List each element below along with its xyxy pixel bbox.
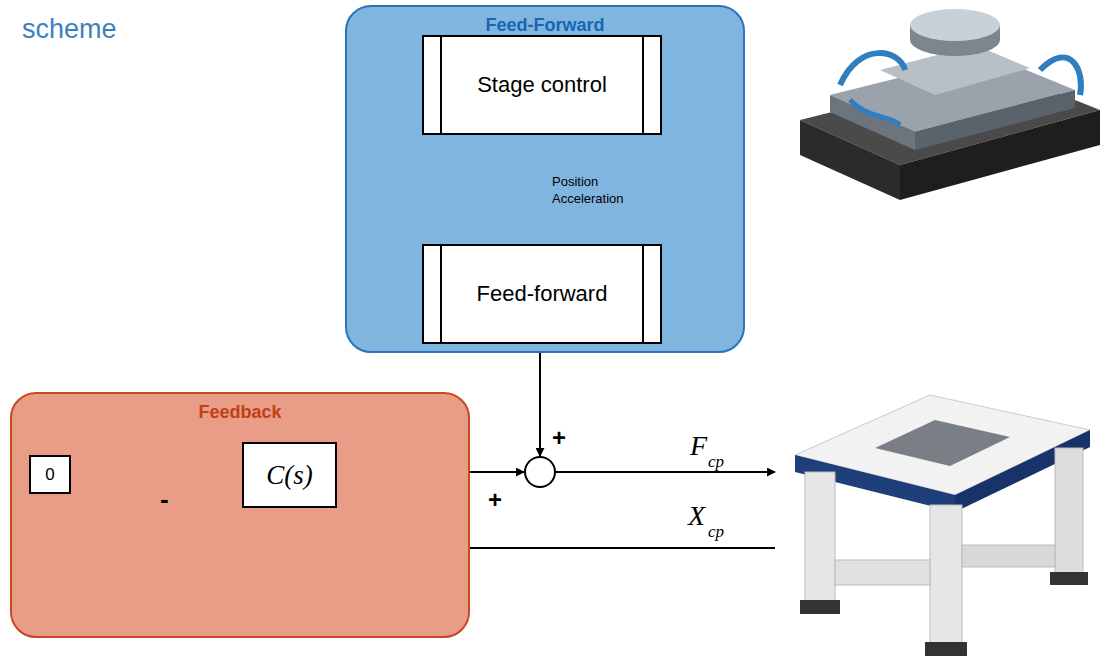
group-heading: Feedback: [12, 402, 468, 423]
process-box: Feed-forward: [422, 244, 662, 344]
box-text: 0: [45, 465, 54, 485]
feedback-group: Feedback 0 C(s): [10, 392, 470, 638]
signal-line: [539, 342, 541, 456]
box-side-bar: [642, 246, 644, 342]
signal-line: [555, 471, 775, 473]
box-text: Feed-forward: [477, 281, 608, 307]
sign-label: +: [488, 486, 502, 514]
stage-illustration: [800, 9, 1100, 200]
edge-label: Position Acceleration: [552, 173, 647, 207]
reference-box: 0: [29, 455, 71, 494]
feed-forward-group: Feed-ForwardStage controlFeed-forward: [345, 5, 745, 353]
group-heading: Feed-Forward: [347, 15, 743, 36]
box-side-bar: [440, 37, 442, 133]
slide-title: scheme: [22, 14, 117, 45]
box-text: C(s): [266, 460, 313, 491]
box-text: Stage control: [477, 72, 607, 98]
box-side-bar: [440, 246, 442, 342]
summing-junction: [525, 457, 555, 487]
isolation-table-illustration: [795, 395, 1090, 656]
sign-label: -: [160, 484, 169, 515]
controller-box: C(s): [242, 442, 337, 508]
sign-label: +: [552, 424, 566, 452]
signal-subscript: cp: [708, 452, 724, 472]
signal-name: X: [688, 500, 705, 532]
process-box: Stage control: [422, 35, 662, 135]
signal-name: F: [690, 430, 707, 462]
box-side-bar: [642, 37, 644, 133]
signal-subscript: cp: [708, 522, 724, 542]
